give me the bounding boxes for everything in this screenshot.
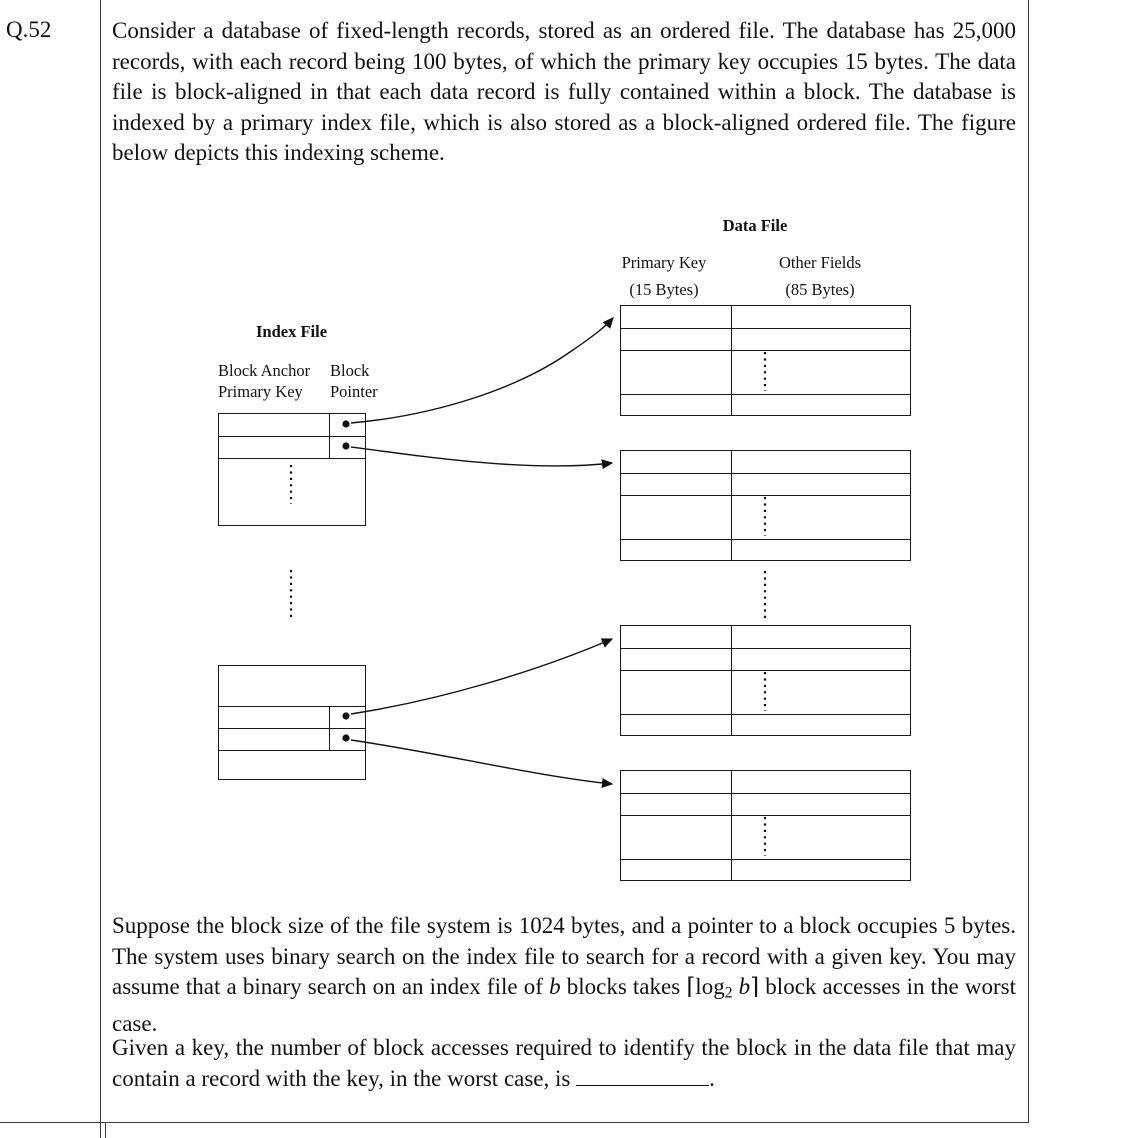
data-block-3	[620, 625, 911, 736]
question-final-text: Given a key, the number of block accesse…	[112, 1035, 1016, 1091]
index-block-2	[218, 665, 366, 780]
other-fields-column-label: Other Fields	[778, 253, 862, 272]
row-divider	[219, 458, 365, 459]
index-file-title: Index File	[255, 322, 328, 341]
row-divider	[621, 670, 910, 671]
pointer-column-divider	[329, 414, 330, 458]
row-divider	[219, 728, 365, 729]
index-block-1	[218, 413, 366, 526]
row-divider	[621, 793, 910, 794]
row-divider	[621, 859, 910, 860]
key-column-divider	[731, 771, 732, 880]
question-body-text: Suppose the block size of the file syste…	[112, 913, 1017, 1037]
key-column-divider	[731, 626, 732, 735]
data-block-4	[620, 770, 911, 881]
table-border-right	[1028, 0, 1029, 1123]
question-number: Q.52	[6, 17, 52, 42]
key-column-divider	[731, 306, 732, 415]
row-divider	[621, 648, 910, 649]
block-anchor-column-label: Block Anchor Primary Key	[218, 361, 311, 401]
other-fields-size-label: (85 Bytes)	[785, 280, 855, 299]
table-border-bottom	[0, 1122, 1029, 1123]
question-intro-text: Consider a database of fixed-length reco…	[112, 18, 1016, 166]
pointer-arrow-to-data-block-4	[350, 739, 614, 788]
block-pointer-column-label: Block Pointer	[330, 361, 378, 401]
row-divider	[621, 714, 910, 715]
row-divider	[219, 750, 365, 751]
pointer-arrow-to-data-block-3	[350, 638, 614, 715]
pointer-arrow-to-data-block-1	[350, 317, 614, 424]
pointer-arrow-to-data-block-2	[350, 446, 614, 470]
table-border-left	[100, 0, 101, 1138]
row-divider	[621, 473, 910, 474]
row-divider	[219, 706, 365, 707]
row-divider	[621, 328, 910, 329]
pointer-column-divider	[329, 706, 330, 750]
row-divider	[621, 394, 910, 395]
primary-key-size-label: (15 Bytes)	[629, 280, 699, 299]
row-divider	[219, 436, 365, 437]
primary-key-column-label: Primary Key	[621, 253, 707, 272]
key-column-divider	[731, 451, 732, 560]
data-block-1	[620, 305, 911, 416]
data-file-title: Data File	[722, 216, 788, 235]
row-divider	[621, 495, 910, 496]
row-divider	[621, 350, 910, 351]
next-row-border	[105, 1122, 106, 1138]
data-block-2	[620, 450, 911, 561]
row-divider	[621, 815, 910, 816]
row-divider	[621, 539, 910, 540]
